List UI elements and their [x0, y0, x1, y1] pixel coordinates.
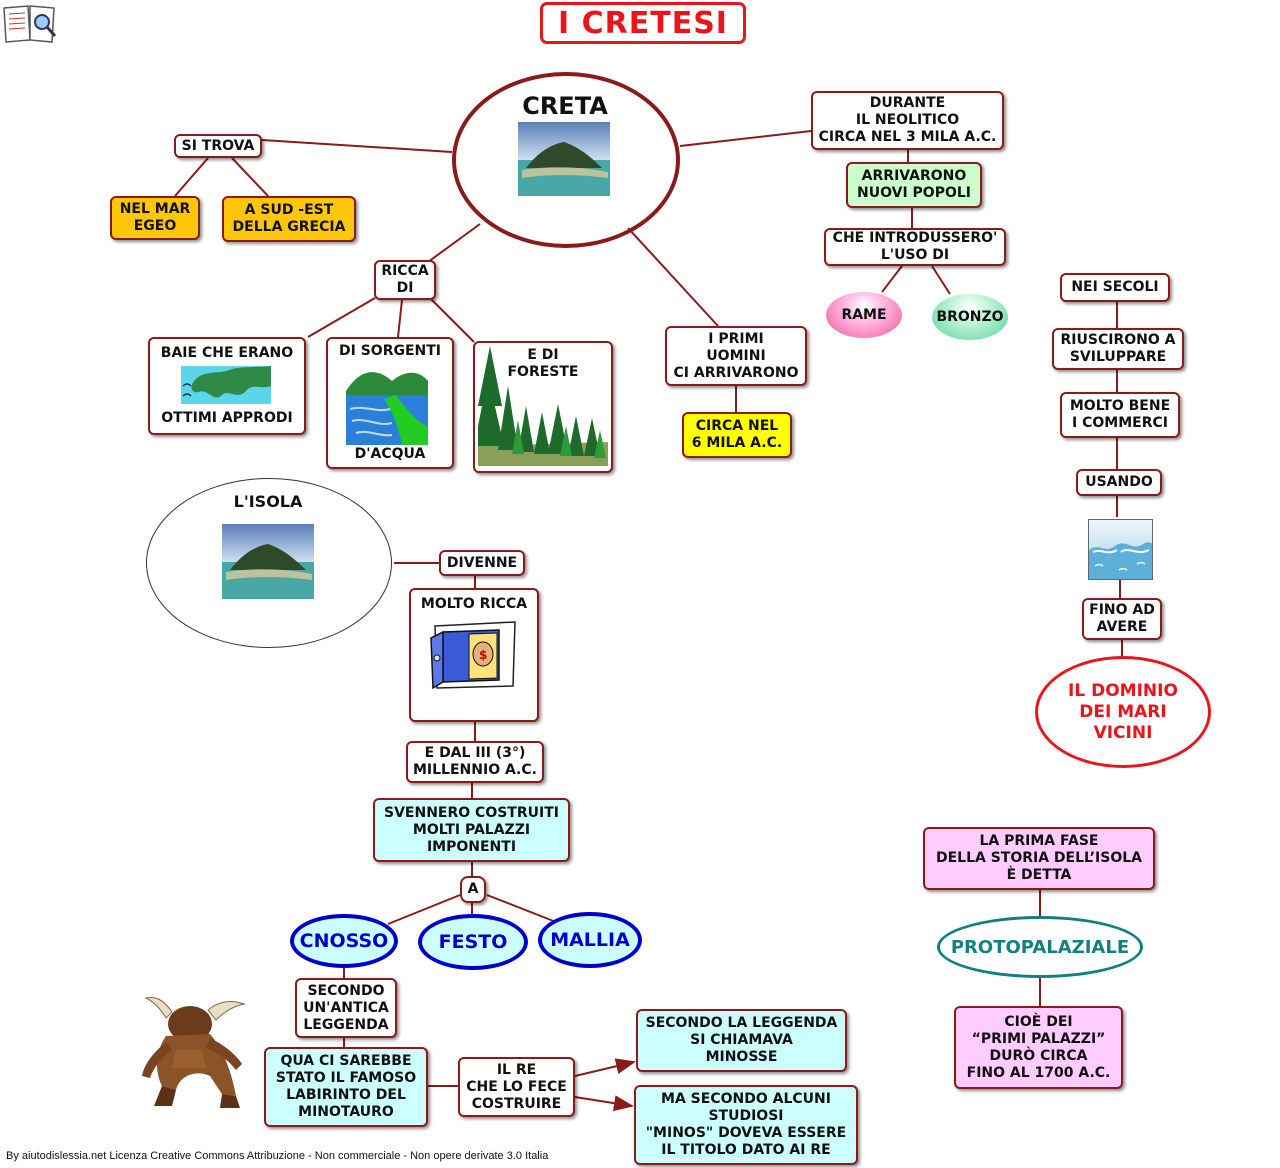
- forest-image: [478, 346, 608, 466]
- river-image: [346, 365, 428, 445]
- commerci-box: MOLTO BENE I COMMERCI: [1060, 392, 1180, 438]
- ricca-di-box: RICCA DI: [374, 260, 436, 300]
- fino-ad-avere-box: FINO AD AVERE: [1082, 598, 1162, 640]
- antica-leggenda-box: SECONDO UN'ANTICA LEGGENDA: [295, 978, 397, 1038]
- a-box: A: [460, 876, 486, 903]
- protopalaziale-oval: PROTOPALAZIALE: [937, 916, 1143, 978]
- minos-box: MA SECONDO ALCUNI STUDIOSI "MINOS" DOVEV…: [634, 1085, 858, 1165]
- divenne-box: DIVENNE: [439, 550, 525, 576]
- prima-fase-box: LA PRIMA FASE DELLA STORIA DELL’ISOLA È …: [923, 827, 1155, 890]
- circa-6-mila-box: CIRCA NEL 6 MILA A.C.: [682, 412, 792, 458]
- minosse-box: SECONDO LA LEGGENDA SI CHIAMAVA MINOSSE: [636, 1009, 847, 1072]
- svg-text:$: $: [479, 648, 487, 662]
- labirinto-box: QUA CI SAREBBE STATO IL FAMOSO LABIRINTO…: [264, 1047, 428, 1127]
- mar-egeo-box: NEL MAR EGEO: [110, 196, 200, 240]
- baie-top-text: BAIE CHE ERANO: [160, 345, 294, 361]
- isola-label: L'ISOLA: [233, 492, 303, 511]
- durante-neolitico-box: DURANTE IL NEOLITICO CIRCA NEL 3 MILA A.…: [811, 91, 1004, 150]
- island-image: [518, 122, 610, 196]
- rame-pill: RAME: [826, 292, 902, 338]
- baie-bottom-text: OTTIMI APPRODI: [161, 410, 293, 426]
- bronzo-pill: BRONZO: [932, 294, 1008, 340]
- primi-uomini-box: I PRIMI UOMINI CI ARRIVARONO: [665, 326, 807, 386]
- dominio-oval: IL DOMINIO DEI MARI VICINI: [1035, 656, 1211, 768]
- creta-label: CRETA: [522, 92, 608, 120]
- arrivarono-box: ARRIVARONO NUOVI POPOLI: [846, 162, 982, 208]
- island-image-2: [222, 524, 314, 599]
- il-re-box: IL RE CHE LO FECE COSTRUIRE: [458, 1057, 575, 1117]
- bay-map-icon: [181, 366, 271, 404]
- molto-ricca-text: MOLTO RICCA: [420, 596, 528, 612]
- minotaur-image: [136, 990, 254, 1110]
- creta-oval: [452, 72, 680, 248]
- sea-waves-image: [1088, 519, 1153, 580]
- sorgenti-top-text: DI SORGENTI: [339, 343, 441, 359]
- baie-box: BAIE CHE ERANO OTTIMI APPRODI: [148, 337, 306, 435]
- foreste-text: E DI FORESTE: [507, 347, 579, 380]
- book-logo-icon: [2, 2, 58, 44]
- safe-money-icon: $: [429, 618, 519, 690]
- sorgenti-bottom-text: D'ACQUA: [354, 446, 426, 462]
- isola-oval: [146, 478, 392, 648]
- festo-oval: FESTO: [418, 914, 528, 970]
- introdussero-box: CHE INTRODUSSERO' L'USO DI: [824, 228, 1006, 266]
- riuscirono-box: RIUSCIRONO A SVILUPPARE: [1052, 328, 1184, 370]
- cnosso-oval: CNOSSO: [290, 914, 398, 968]
- nei-secoli-box: NEI SECOLI: [1060, 273, 1170, 302]
- license-footer: By aiutodislessia.net Licenza Creative C…: [6, 1150, 549, 1162]
- si-trova-box: SI TROVA: [174, 134, 262, 158]
- page-title: I CRETESI: [540, 2, 746, 44]
- primi-palazzi-box: CIOÈ DEI “PRIMI PALAZZI” DURÒ CIRCA FINO…: [954, 1006, 1123, 1089]
- palazzi-box: SVENNERO COSTRUITI MOLTI PALAZZI IMPONEN…: [373, 798, 570, 862]
- sud-est-box: A SUD -EST DELLA GRECIA: [222, 196, 356, 242]
- usando-box: USANDO: [1076, 469, 1162, 496]
- mallia-oval: MALLIA: [538, 912, 642, 968]
- millennio-box: E DAL III (3°) MILLENNIO A.C.: [406, 741, 544, 783]
